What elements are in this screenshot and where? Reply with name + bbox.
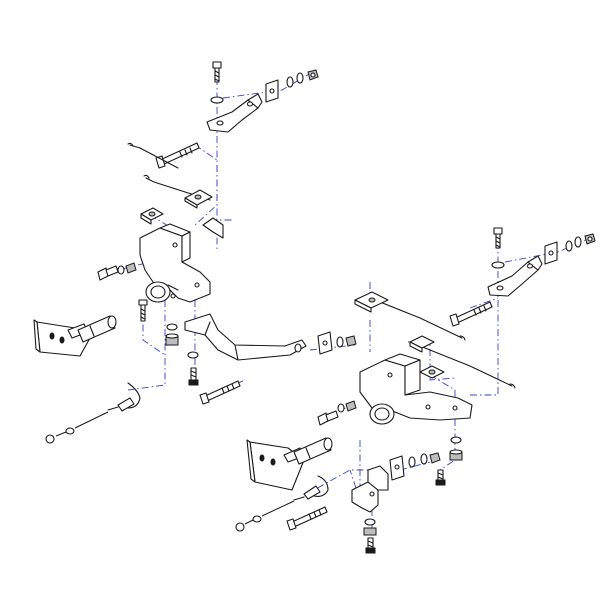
right-receiver-tube [369,403,395,425]
right-nut-plate-a [354,291,389,313]
upper-left-long-bolt [155,142,200,169]
right-lower-nuts [449,436,463,461]
upper-left-strap-bracket [206,93,263,133]
right-bottom-nut [363,518,377,536]
assembly-centerlines [109,69,591,548]
cross-bar [184,313,307,361]
left-pin-cylinder [77,315,117,343]
left-nut-plate-c [140,207,164,225]
left-side-bolt [97,265,119,281]
left-hook [107,382,141,412]
upper-right-square-plate [544,241,558,265]
upper-right-washer [491,261,505,269]
right-hook [293,475,329,501]
upper-right-washer-stack [565,233,596,252]
left-vertical-bolt-2 [188,367,199,386]
right-side-bolt [317,410,339,426]
right-long-bolt-bottom [286,506,328,531]
right-side-washer [337,403,345,413]
right-cable [235,500,295,532]
cross-bar-end-plate [317,331,333,355]
left-side-nut [125,262,137,274]
left-lower-bolt [138,299,148,322]
upper-left-square-plate [265,79,279,103]
left-cable [45,411,109,444]
left-washer-1 [166,323,178,331]
right-side-nut [345,400,357,412]
left-nut-plate-b [202,217,224,239]
right-clamp-plate [389,455,405,481]
upper-right-long-bolt [449,301,493,327]
left-side-washer [117,265,125,275]
right-latch-plate [246,439,305,491]
right-rods [379,301,516,389]
right-lower-bolt [435,469,446,486]
upper-left-bolt [212,61,222,83]
right-pin-cylinder [293,437,333,465]
upper-left-washer-stack [286,69,319,88]
cross-bar-washers [336,335,357,348]
right-bottom-bolt [365,537,376,554]
upper-right-strap-bracket [487,255,543,297]
left-receiver-tube [145,281,179,303]
left-nut-plate-a [184,189,213,209]
upper-left-washer [210,96,224,104]
left-nut-1 [165,333,179,346]
left-long-bolt-bottom [199,380,241,405]
right-nut-plate-b [409,335,435,353]
right-clamp-washers [408,452,441,468]
right-u-clamp [351,465,389,513]
upper-right-bolt [493,227,503,249]
right-nut-plate-c [419,365,445,379]
left-washer-2 [187,351,199,359]
